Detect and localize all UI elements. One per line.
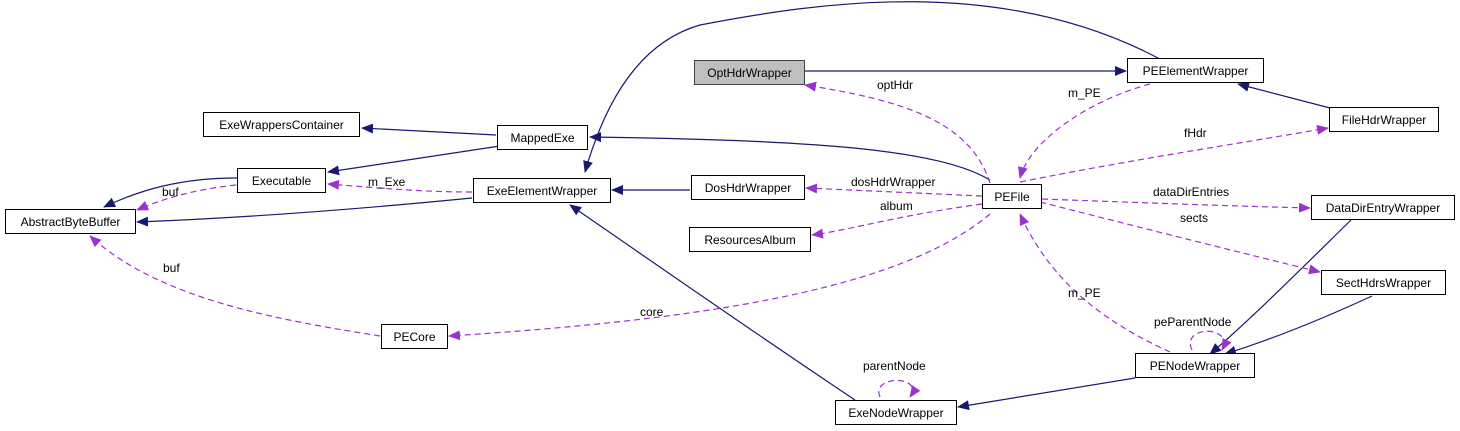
edge-executable-to-abstractbytebuffer xyxy=(103,177,238,208)
edge-m-Exe xyxy=(327,179,473,193)
node-doshdrwrapper[interactable]: DosHdrWrapper xyxy=(691,175,805,200)
label-optHdr: optHdr xyxy=(877,78,913,92)
label-core: core xyxy=(640,305,664,319)
label-peParentNode: peParentNode xyxy=(1154,315,1232,329)
node-abstractbytebuffer[interactable]: AbstractByteBuffer xyxy=(5,209,136,234)
label-dataDirEntries: dataDirEntries xyxy=(1153,185,1229,199)
node-opthdrwrapper[interactable]: OptHdrWrapper xyxy=(694,60,805,85)
edge-mappedexe-to-executable xyxy=(327,145,501,176)
label-album: album xyxy=(880,199,913,213)
label-m-PE-top: m_PE xyxy=(1068,86,1101,100)
node-pefile[interactable]: PEFile xyxy=(982,184,1042,209)
label-fHdr: fHdr xyxy=(1184,126,1207,140)
edge-dosHdrWrapper xyxy=(805,183,983,197)
edge-peParentNode xyxy=(1189,330,1232,351)
edge-pefile-to-mappedexe xyxy=(589,132,991,181)
label-buf-bottom: buf xyxy=(163,261,180,275)
edge-fHdr xyxy=(1019,124,1329,183)
edge-m-PE-top xyxy=(1017,83,1151,179)
edge-sects xyxy=(1039,201,1321,275)
edge-buf-top xyxy=(136,184,237,211)
node-secthdrswrapper[interactable]: SectHdrsWrapper xyxy=(1321,270,1446,295)
node-exeelementwrapper[interactable]: ExeElementWrapper xyxy=(473,178,611,203)
label-m-Exe: m_Exe xyxy=(368,175,406,189)
edge-filehdrwrapper-to-peelementwrapper xyxy=(1237,81,1331,109)
node-filehdrwrapper[interactable]: FileHdrWrapper xyxy=(1329,107,1439,132)
edge-pefile-to-exeelementwrapper xyxy=(583,1,1159,173)
node-peelementwrapper[interactable]: PEElementWrapper xyxy=(1127,58,1264,83)
edge-m-PE-bottom xyxy=(1019,213,1171,353)
node-mappedexe[interactable]: MappedExe xyxy=(497,125,588,150)
node-executable[interactable]: Executable xyxy=(237,168,326,193)
edge-secthdrswrapper-to-penodewrapper xyxy=(1224,295,1373,356)
edge-optHdr xyxy=(804,81,991,184)
node-resourcesalbum[interactable]: ResourcesAlbum xyxy=(689,227,811,252)
node-pecore[interactable]: PECore xyxy=(381,324,448,349)
edge-penodewrapper-to-exenodewrapper xyxy=(957,377,1136,411)
edge-exeelementwrapper-to-abstractbytebuffer xyxy=(136,197,473,227)
edge-core xyxy=(448,213,991,341)
node-datadirentrywrapper[interactable]: DataDirEntryWrapper xyxy=(1311,195,1455,220)
edge-dataDirEntries xyxy=(1041,198,1311,213)
label-dosHdrWrapper: dosHdrWrapper xyxy=(851,175,935,189)
edge-buf-bottom xyxy=(89,235,381,337)
edge-parentNode xyxy=(878,380,921,398)
node-exenodewrapper[interactable]: ExeNodeWrapper xyxy=(835,400,957,425)
node-exewrapperscontainer[interactable]: ExeWrappersContainer xyxy=(203,112,360,137)
label-buf-top: buf xyxy=(162,185,179,199)
label-m-PE-bottom: m_PE xyxy=(1068,286,1101,300)
edge-album xyxy=(811,203,983,239)
edge-mappedexe-to-exewrapperscontainer xyxy=(361,123,497,136)
label-parentNode: parentNode xyxy=(863,359,926,373)
label-sects: sects xyxy=(1180,211,1208,225)
edge-exenodewrapper-to-exeelementwrapper xyxy=(569,204,856,401)
node-penodewrapper[interactable]: PENodeWrapper xyxy=(1135,353,1255,378)
